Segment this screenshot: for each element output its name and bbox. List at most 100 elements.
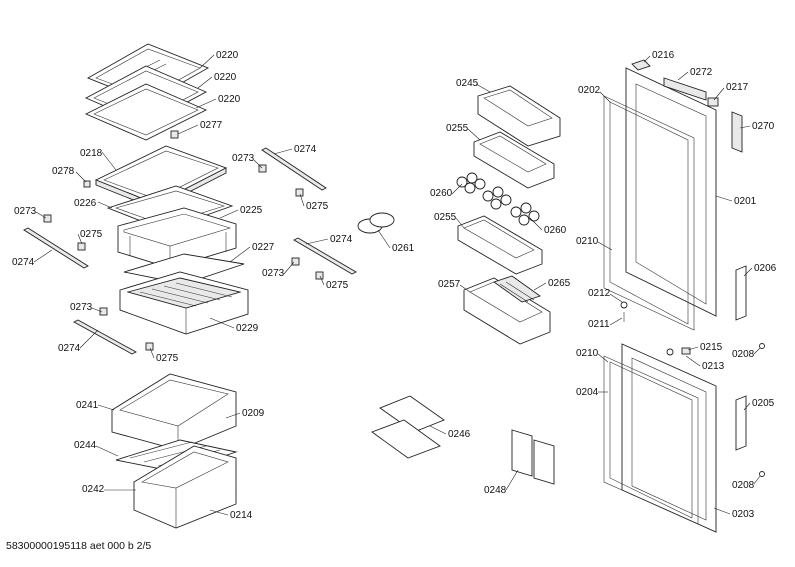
- leader-line: [149, 347, 155, 359]
- ice-tray-0246-low: [371, 419, 441, 459]
- part-number-label: 0275: [326, 280, 349, 291]
- part-number-label: 0275: [306, 201, 329, 212]
- rail-0274-c: [293, 237, 357, 275]
- door-strip-0272: [663, 77, 707, 101]
- leader-line: [643, 55, 651, 63]
- clip-0278: [83, 180, 91, 188]
- handle-0270: [731, 111, 743, 153]
- leader-line: [197, 76, 213, 89]
- part-number-label: 0241: [76, 400, 99, 411]
- leader-line: [209, 317, 235, 329]
- part-number-label: 0208: [732, 349, 755, 360]
- leader-line: [33, 249, 53, 263]
- part-number-label: 0248: [484, 485, 507, 496]
- part-number-label: 0208: [732, 480, 755, 491]
- rail-0274-d: [73, 319, 137, 355]
- part-number-label: 0260: [430, 188, 453, 199]
- part-number-label: 0261: [392, 243, 415, 254]
- leader-line: [599, 91, 611, 103]
- part-number-label: 0245: [456, 78, 479, 89]
- bottle-holder-0265: [493, 275, 541, 303]
- leader-line: [739, 125, 751, 129]
- part-number-label: 0213: [702, 361, 725, 372]
- part-number-label: 0205: [752, 398, 775, 409]
- drawing-number: 58300000195118 aet 000 b 2/5: [6, 540, 152, 552]
- lower-gasket-0204: [603, 355, 699, 525]
- glass-shelf-0220-low: [84, 83, 208, 141]
- part-number-label: 0218: [80, 148, 103, 159]
- clips-0273-0275: [43, 164, 324, 351]
- leader-line: [743, 402, 751, 411]
- part-number-label: 0246: [448, 429, 471, 440]
- part-number-label: 0226: [74, 198, 97, 209]
- leader-line: [455, 217, 465, 229]
- part-number-label: 0274: [330, 234, 353, 245]
- leader-lines: [33, 54, 761, 516]
- leader-line: [253, 159, 263, 169]
- egg-holders-0260: [456, 172, 540, 226]
- part-number-label: 0220: [214, 72, 237, 83]
- leader-line: [429, 425, 447, 435]
- part-number-label: 0278: [52, 166, 75, 177]
- part-number-label: 0273: [232, 153, 255, 164]
- door-bin-0257: [463, 277, 551, 345]
- part-number-label: 0274: [12, 257, 35, 268]
- part-number-label: 0273: [70, 302, 93, 313]
- leader-line: [305, 238, 329, 245]
- part-number-label: 0217: [726, 82, 749, 93]
- door-bin-0255-top: [473, 131, 555, 189]
- part-number-label: 0255: [434, 212, 457, 223]
- leader-line: [533, 282, 547, 291]
- handle-0206: [735, 265, 747, 321]
- leader-line: [319, 275, 325, 286]
- part-number-label: 0273: [14, 206, 37, 217]
- part-number-label: 0201: [734, 196, 757, 207]
- door-bin-0255-low: [457, 215, 543, 275]
- leader-line: [743, 267, 753, 277]
- leader-line: [283, 261, 295, 275]
- leader-line: [97, 201, 113, 209]
- screws-0208: [759, 343, 765, 477]
- handle-0205: [735, 395, 747, 451]
- part-number-label: 0255: [446, 123, 469, 134]
- leader-line: [467, 128, 481, 141]
- part-number-label: 0274: [58, 343, 81, 354]
- leader-line: [677, 71, 689, 81]
- part-number-label: 0220: [218, 94, 241, 105]
- part-number-label: 0206: [754, 263, 777, 274]
- leader-line: [713, 507, 731, 515]
- door-gasket-0202: [603, 95, 695, 331]
- part-number-label: 0216: [652, 50, 675, 61]
- part-number-label: 0275: [80, 229, 103, 240]
- part-number-label: 0260: [544, 225, 567, 236]
- part-number-label: 0265: [548, 278, 571, 289]
- leader-line: [77, 233, 83, 245]
- vegetable-drawer-0242: [133, 445, 237, 529]
- part-number-label: 0210: [576, 236, 599, 247]
- part-number-label: 0225: [240, 205, 263, 216]
- leader-line: [459, 284, 471, 293]
- leader-line: [609, 317, 623, 326]
- part-number-label: 0273: [262, 268, 285, 279]
- leader-line: [177, 124, 199, 135]
- leader-line: [95, 445, 119, 457]
- egg-tray-0261: [357, 212, 395, 234]
- door-bin-0245: [477, 85, 561, 147]
- leader-line: [687, 346, 699, 351]
- part-number-label: 0211: [588, 319, 610, 330]
- leader-line: [597, 353, 609, 363]
- part-number-label: 0214: [230, 510, 253, 521]
- part-number-label: 0242: [82, 484, 105, 495]
- leader-line: [79, 329, 99, 349]
- part-number-label: 0270: [752, 121, 775, 132]
- leader-line: [219, 209, 239, 219]
- door-cover-0216: [631, 59, 651, 71]
- part-number-label: 0227: [252, 242, 275, 253]
- part-number-label: 0272: [690, 67, 713, 78]
- part-number-label: 0257: [438, 279, 461, 290]
- lower-door-0203: [621, 343, 717, 533]
- part-number-label: 0215: [700, 342, 723, 353]
- rail-0274-a: [261, 147, 327, 191]
- clip-0277: [170, 130, 179, 139]
